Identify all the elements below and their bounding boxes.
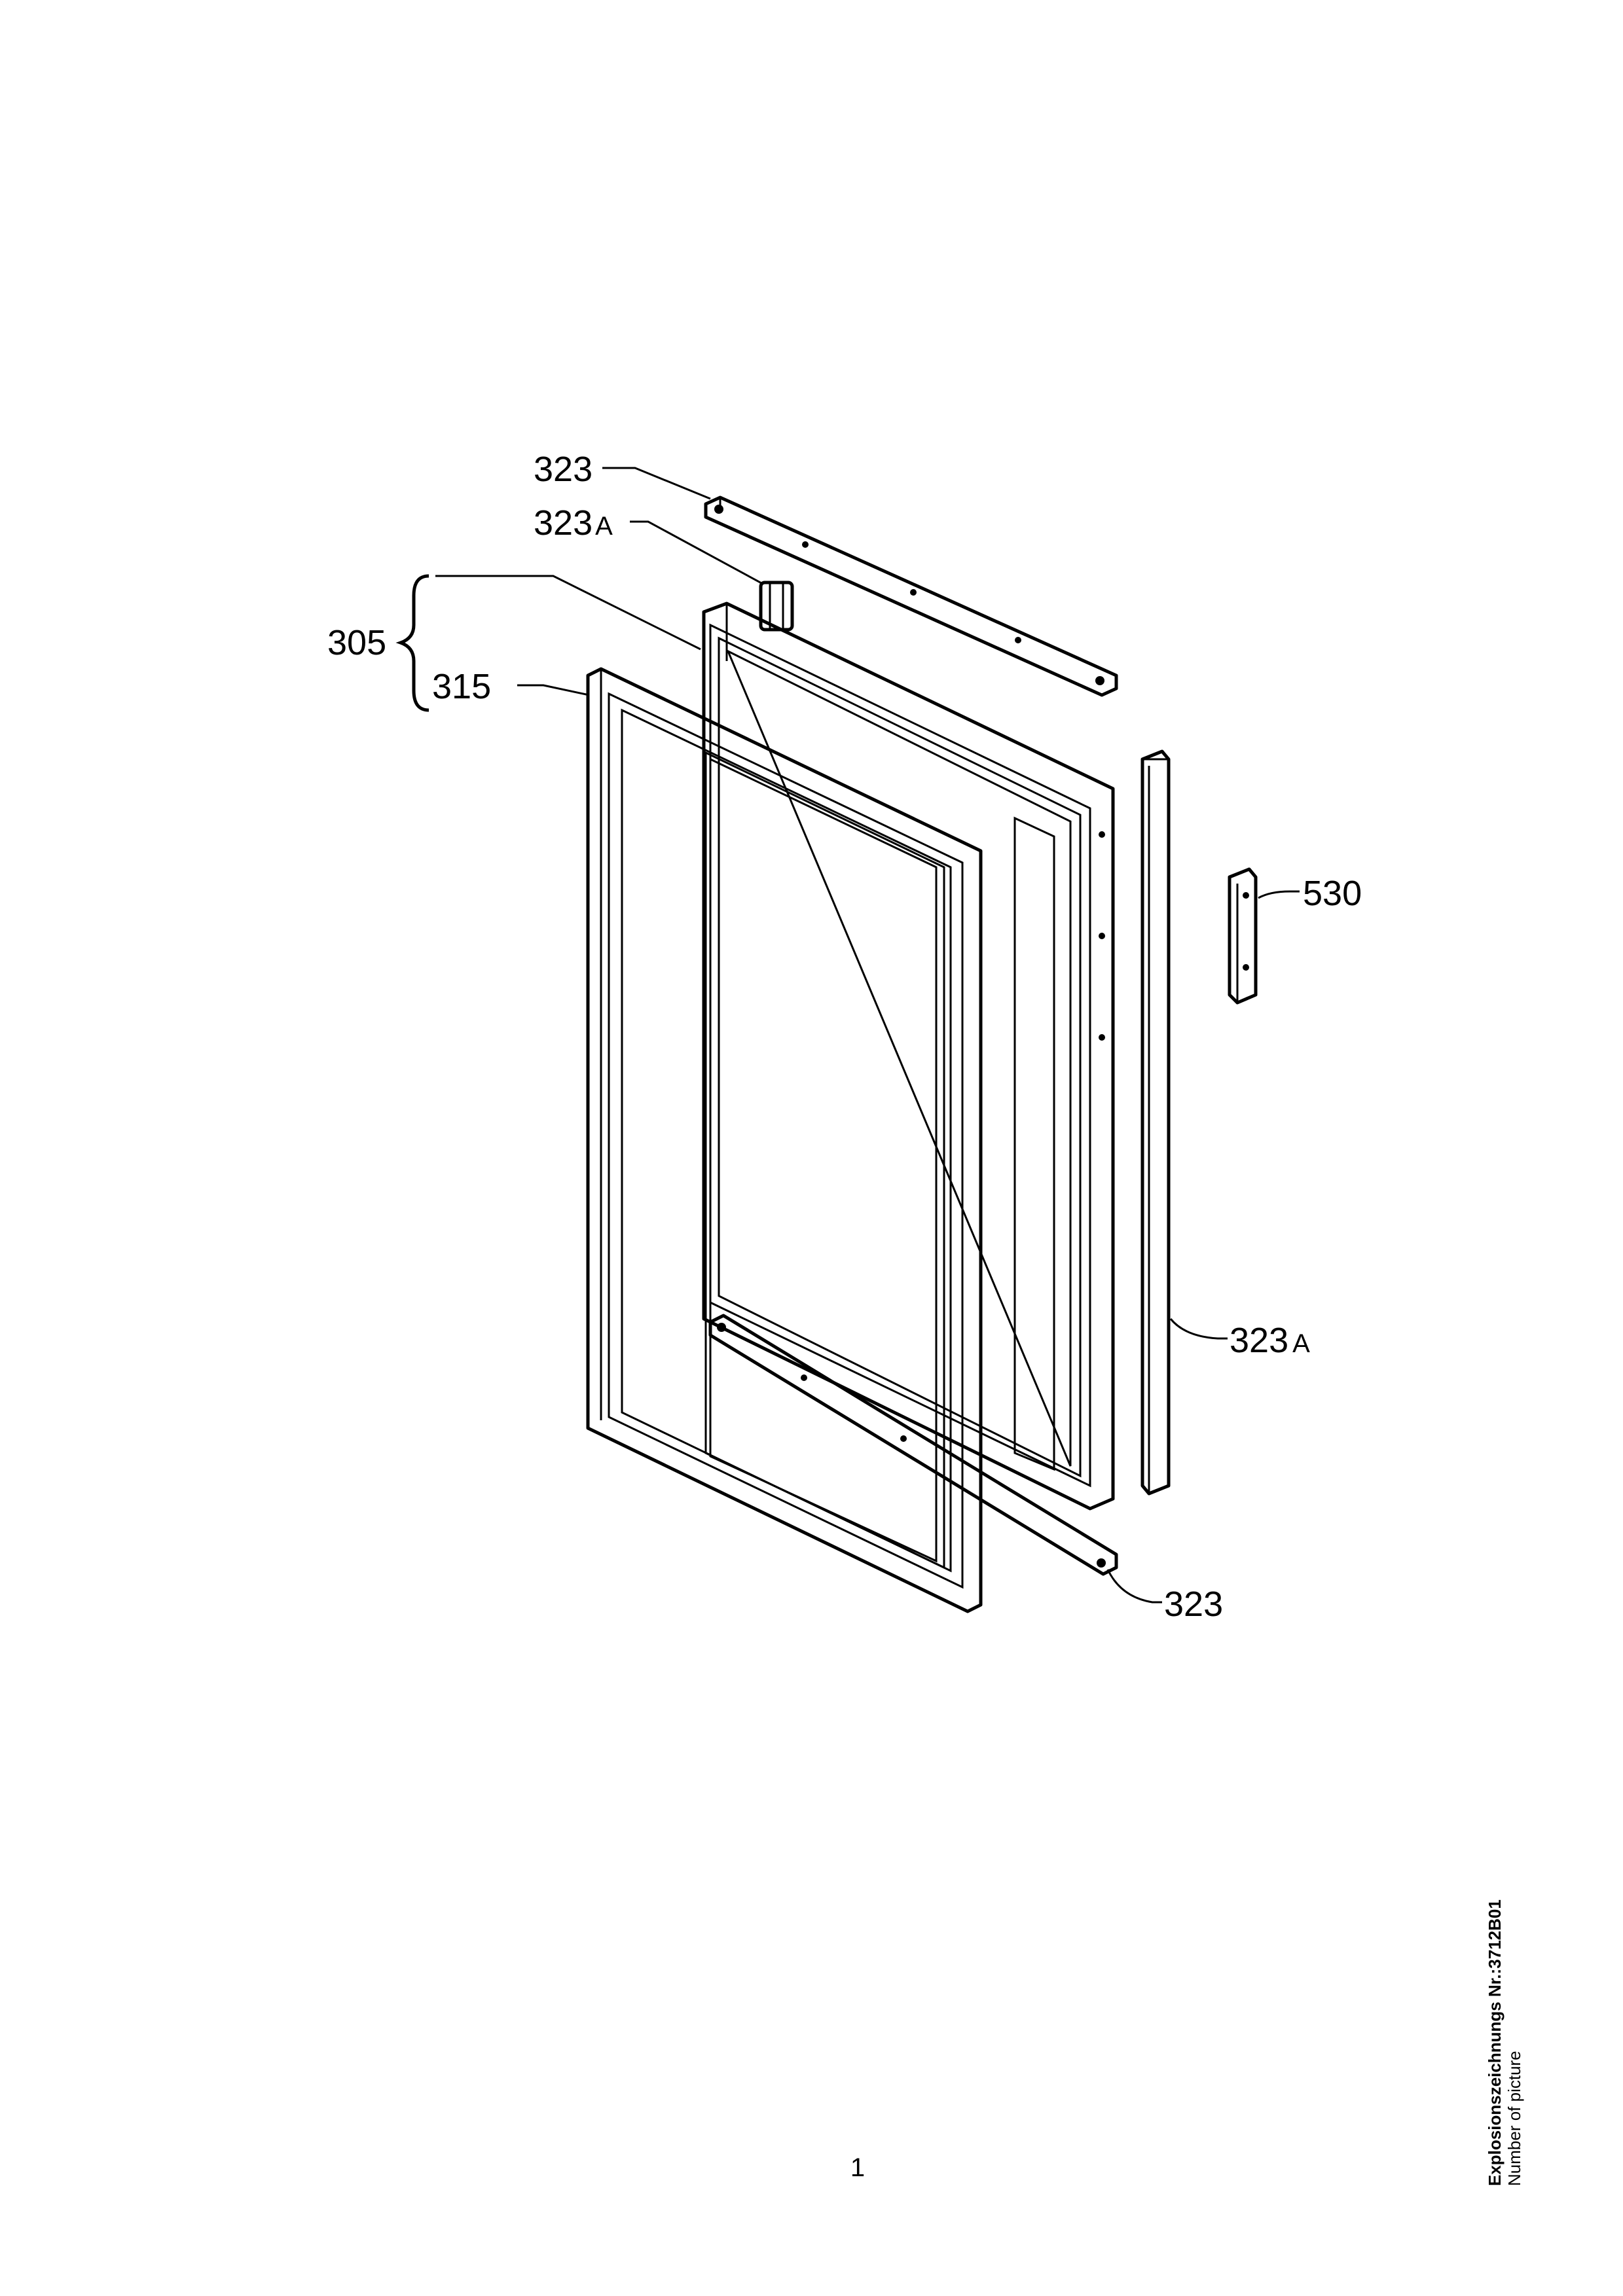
assembly-brace [395, 574, 429, 712]
label-top-pin-suffix: A [595, 512, 613, 541]
drawing-caption: Explosionszeichnungs Nr.:3712B01 Number … [1485, 1899, 1524, 2186]
label-side-strip-suffix: A [1292, 1329, 1310, 1358]
leader-top-bracket [602, 467, 711, 500]
top-hinge-bracket [704, 495, 1118, 697]
label-bottom-bracket: 323 [1164, 1585, 1223, 1624]
label-top-bracket: 323 [534, 450, 593, 489]
drawing-number: Explosionszeichnungs Nr.:3712B01 [1485, 1899, 1504, 2186]
side-strip [1140, 749, 1171, 1496]
leader-gasket [517, 684, 590, 696]
top-hinge-pin [759, 581, 794, 632]
bottom-hinge-bracket [708, 1314, 1118, 1576]
door-panel [702, 601, 1115, 1511]
leader-bottom-bracket [1106, 1569, 1162, 1604]
label-handle: 530 [1303, 874, 1362, 913]
leader-door-panel [435, 575, 701, 651]
label-gasket: 315 [432, 667, 491, 706]
label-door-assembly: 305 [327, 623, 386, 662]
page-number: 1 [850, 2153, 866, 2182]
leader-handle [1258, 890, 1300, 899]
door-gasket [586, 667, 983, 1613]
label-side-strip-number: 323 [1230, 1321, 1288, 1360]
leader-top-pin [630, 520, 763, 585]
picture-caption: Number of picture [1504, 2051, 1524, 2186]
door-handle [1228, 867, 1258, 1005]
leader-side-strip [1169, 1318, 1228, 1340]
label-top-pin-number: 323 [534, 503, 593, 543]
